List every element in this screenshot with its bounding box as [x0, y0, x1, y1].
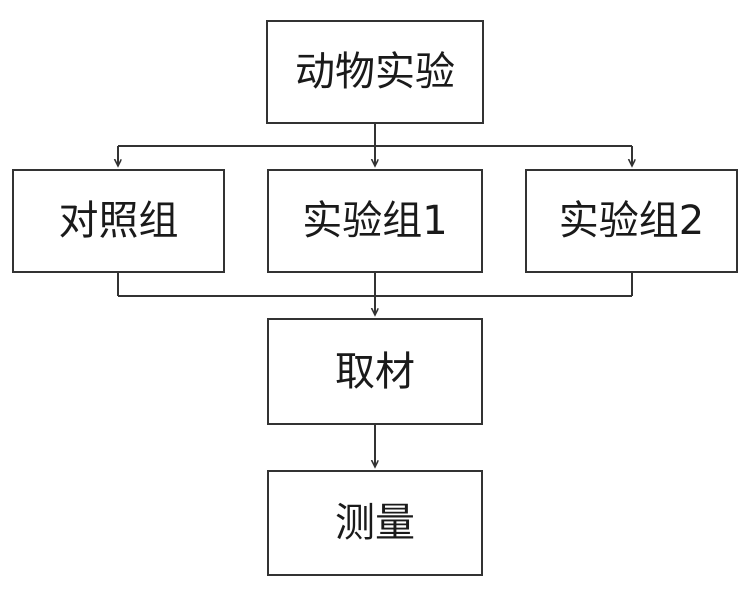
- node-animal-experiment: 动物实验: [266, 20, 484, 124]
- node-experiment-group-2: 实验组2: [525, 169, 738, 273]
- node-experiment-group-2-label: 实验组2: [558, 198, 705, 244]
- node-animal-experiment-label: 动物实验: [295, 49, 455, 95]
- node-sampling: 取材: [267, 318, 483, 425]
- node-control-group-label: 对照组: [58, 198, 179, 244]
- node-experiment-group-1-label: 实验组1: [302, 198, 448, 244]
- node-sampling-label: 取材: [335, 348, 415, 395]
- node-measurement-label: 测量: [335, 500, 415, 546]
- node-experiment-group-1: 实验组1: [267, 169, 483, 273]
- node-measurement: 测量: [267, 470, 483, 576]
- node-control-group: 对照组: [12, 169, 225, 273]
